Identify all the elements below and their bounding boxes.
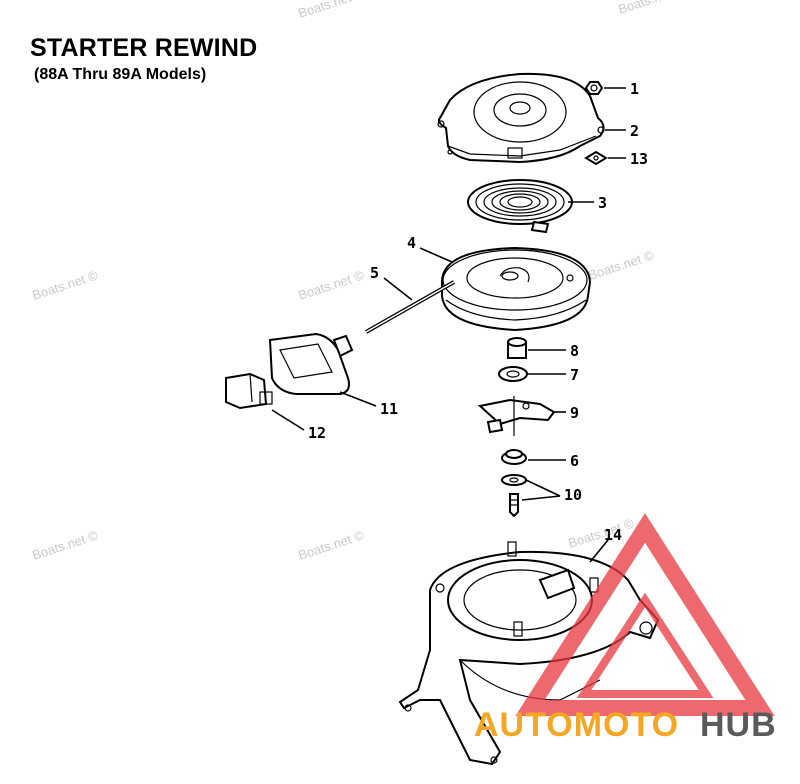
watermark: Boats.net © bbox=[296, 267, 366, 302]
callout-numbers: 1 2 13 3 4 5 8 7 11 9 12 6 10 14 bbox=[308, 80, 648, 544]
callout-8: 8 bbox=[570, 342, 579, 360]
callout-13: 13 bbox=[630, 150, 648, 168]
watermark: Boats.net © bbox=[30, 527, 100, 562]
callout-1: 1 bbox=[630, 80, 639, 98]
logo-triangle bbox=[515, 513, 775, 716]
part-1-nut bbox=[584, 81, 604, 95]
callout-11: 11 bbox=[380, 400, 398, 418]
callout-5: 5 bbox=[370, 264, 379, 282]
part-12-handle-insert bbox=[225, 372, 273, 410]
callout-6: 6 bbox=[570, 452, 579, 470]
leader-lines bbox=[271, 87, 626, 563]
part-5-starter-rope bbox=[365, 280, 455, 334]
callout-14: 14 bbox=[604, 526, 622, 544]
part-8-bushing bbox=[507, 337, 527, 359]
callout-10: 10 bbox=[564, 486, 582, 504]
part-13-washer bbox=[584, 150, 608, 166]
callout-7: 7 bbox=[570, 366, 579, 384]
callout-4: 4 bbox=[407, 234, 416, 252]
part-9-pawl-assembly bbox=[477, 396, 556, 436]
part-7-washer bbox=[498, 366, 528, 382]
callout-12: 12 bbox=[308, 424, 326, 442]
callout-2: 2 bbox=[630, 122, 639, 140]
part-11-starter-handle bbox=[268, 332, 354, 395]
part-4-pulley bbox=[441, 246, 592, 332]
watermark: Boats.net © bbox=[586, 247, 656, 282]
watermark: Boats.net © bbox=[296, 527, 366, 562]
part-10-washer-screw bbox=[501, 474, 527, 518]
page-subtitle: (88A Thru 89A Models) bbox=[34, 66, 207, 83]
logo-text-secondary: HUB bbox=[700, 706, 777, 744]
logo-text-primary: AUTOMOTO bbox=[474, 706, 679, 744]
part-2-starter-housing bbox=[437, 72, 605, 164]
part-6-nut bbox=[501, 449, 527, 465]
automotohub-logo: AUTOMOTO HUB bbox=[474, 513, 777, 744]
part-3-rewind-spring bbox=[467, 179, 573, 234]
page-title: STARTER REWIND bbox=[30, 34, 258, 62]
watermark: Boats.net © bbox=[616, 0, 686, 17]
watermark: Boats.net © bbox=[30, 267, 100, 302]
watermark: Boats.net © bbox=[296, 0, 366, 21]
callout-3: 3 bbox=[598, 194, 607, 212]
callout-9: 9 bbox=[570, 404, 579, 422]
